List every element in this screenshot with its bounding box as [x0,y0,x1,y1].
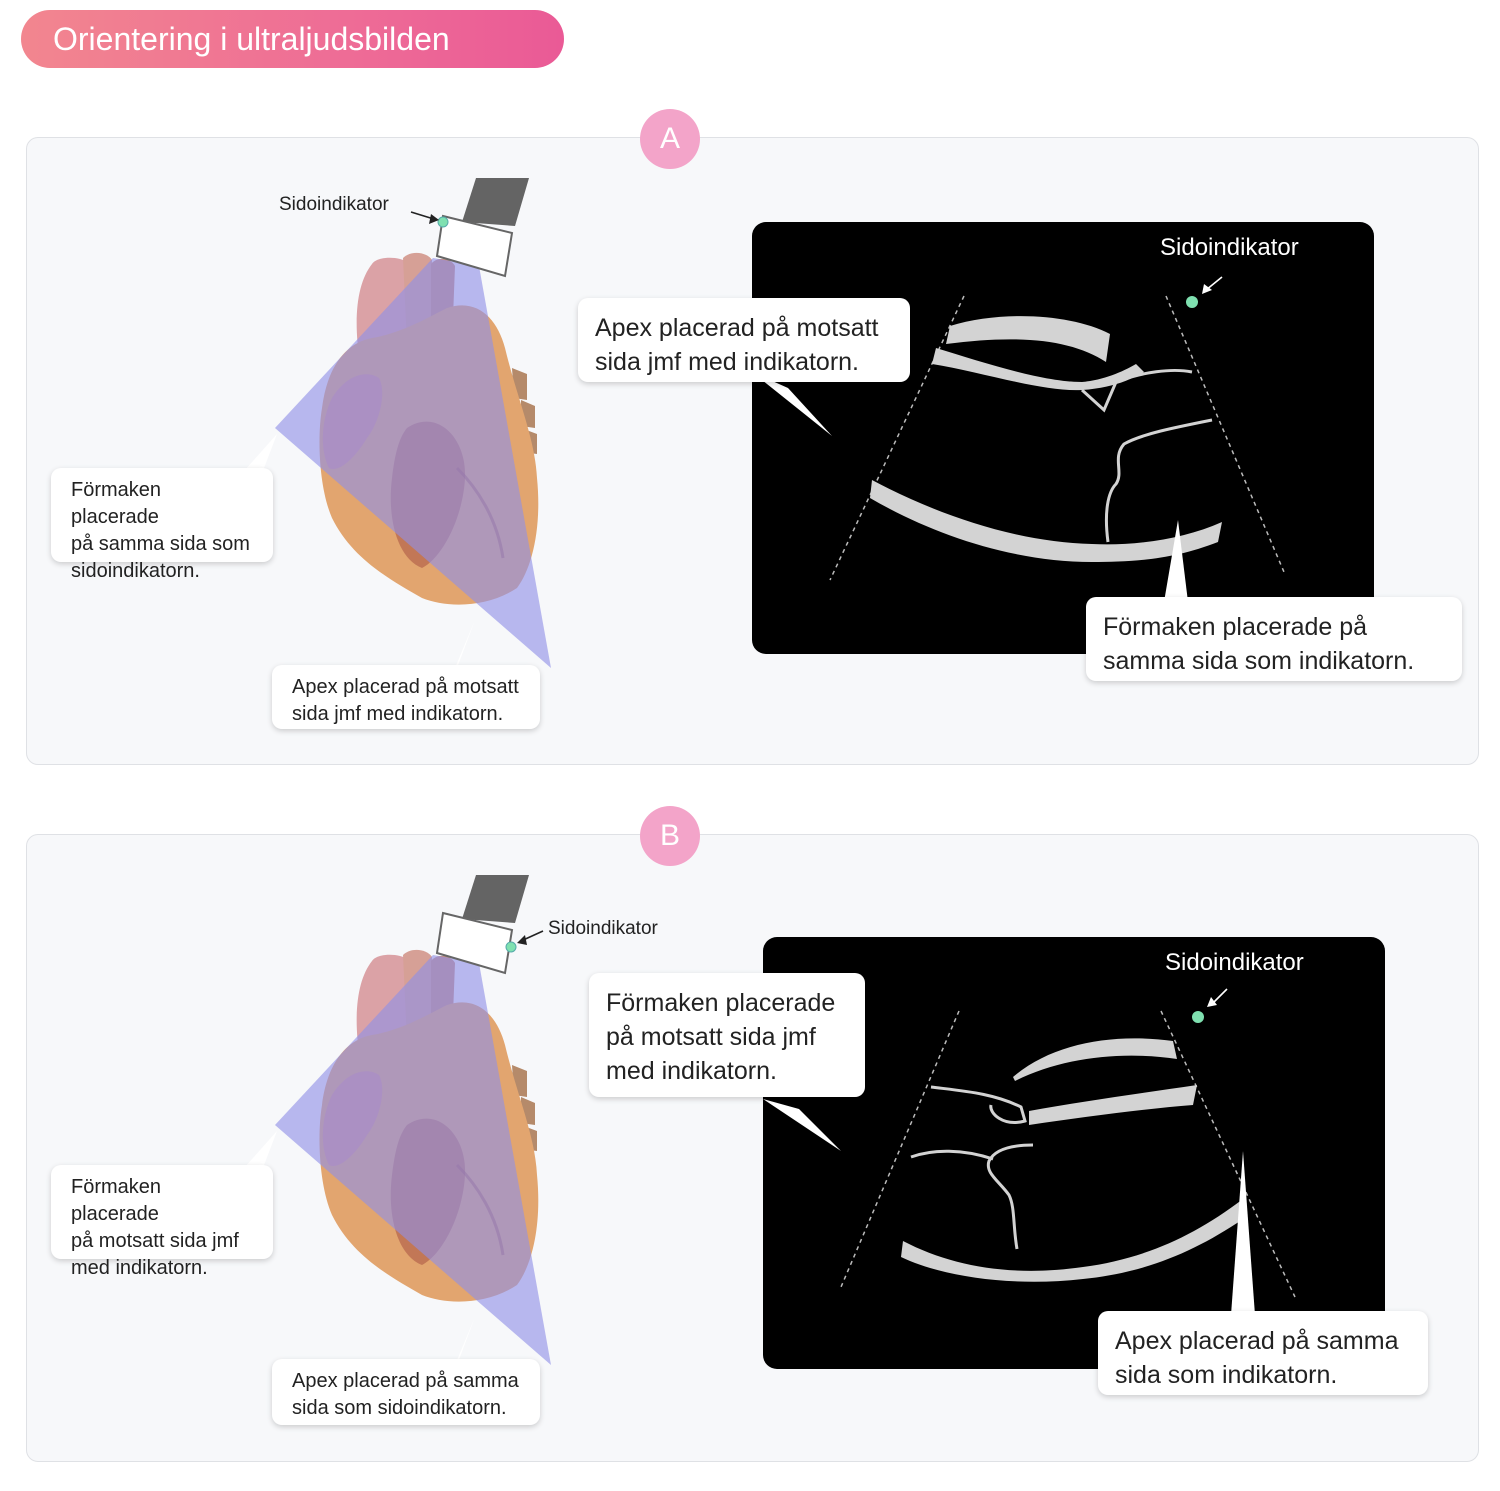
screen-side-indicator-label: Sidoindikator [1160,234,1299,261]
page-title: Orientering i ultraljudsbilden [21,10,564,68]
panel-a: A Sidoindikator Förmaken placerade på sa… [26,109,1479,765]
screen-callout-top: Apex placerad på motsatt sida jmf med in… [578,298,910,382]
probe-side-indicator-label: Sidoindikator [279,194,389,215]
heart-illustration [275,875,551,1365]
screen-callout-top: Förmaken placerade på motsatt sida jmf m… [589,973,865,1097]
ultrasound-screen: Sidoindikator [763,937,1385,1369]
panel-b: B Sidoindikator Förmaken placerade på mo… [26,806,1479,1462]
screen-callout-bottom: Apex placerad på samma sida som indikato… [1098,1311,1428,1395]
echo-image [752,276,1285,602]
echo-image [763,988,1296,1315]
probe-side-indicator-label: Sidoindikator [548,918,658,939]
ultrasound-screen: Sidoindikator [752,222,1374,654]
panel-a-artwork [245,178,551,668]
heart-illustration [275,178,551,668]
left-callout-atrium: Förmaken placerade på samma sida som sid… [51,468,273,582]
badge-a: A [640,109,700,169]
left-callout-atrium: Förmaken placerade på motsatt sida jmf m… [51,1165,273,1279]
left-callout-apex: Apex placerad på samma sida som sidoindi… [272,1359,540,1425]
badge-b: B [640,806,700,866]
left-callout-apex: Apex placerad på motsatt sida jmf med in… [272,665,540,729]
panel-b-artwork [245,875,551,1365]
screen-side-indicator-label: Sidoindikator [1165,949,1304,976]
screen-callout-bottom: Förmaken placerade på samma sida som ind… [1086,597,1462,681]
